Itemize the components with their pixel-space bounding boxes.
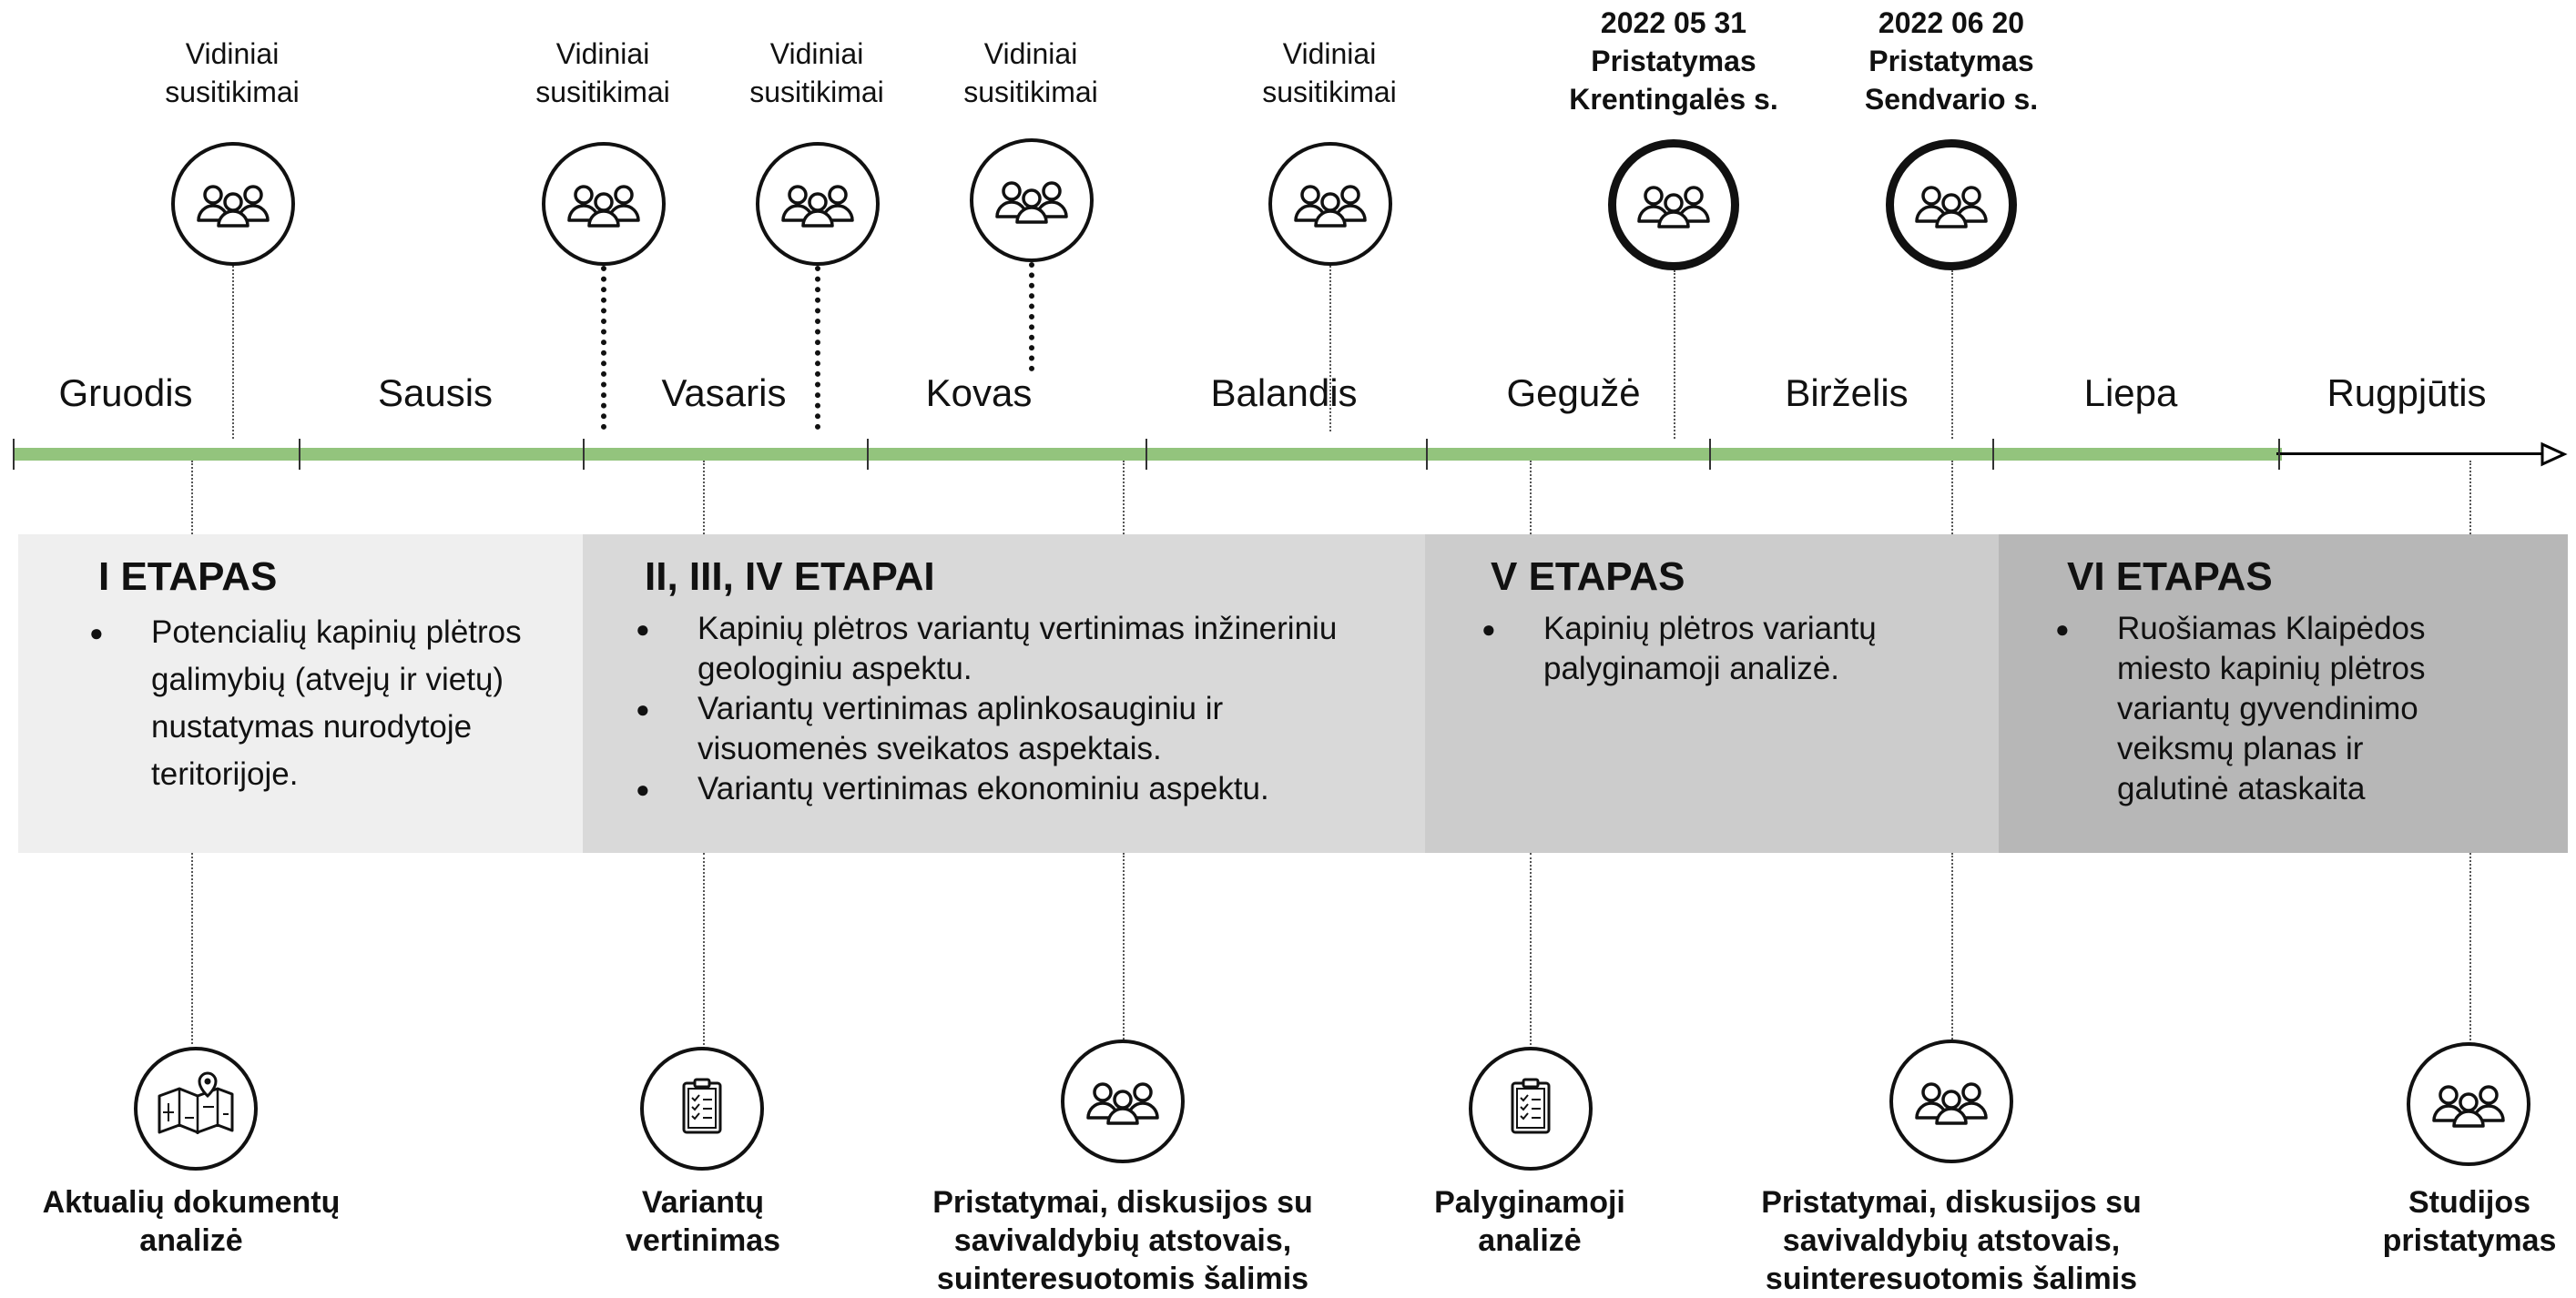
timeline-tick — [2278, 439, 2280, 470]
stage-item: Kapinių plėtros variantų palyginamoji an… — [1481, 609, 1882, 689]
stage-item: Variantų vertinimas aplinkosauginiu ir v… — [636, 689, 1364, 769]
clipboard-icon — [682, 1078, 722, 1134]
timeline-arrow-icon — [2540, 441, 2568, 467]
month-label: Sausis — [377, 371, 494, 414]
people-group-icon — [1915, 186, 1988, 228]
stage-item: Kapinių plėtros variantų vertinimas inži… — [636, 609, 1364, 689]
connector-line — [1951, 270, 1953, 439]
month-label: Gruodis — [58, 371, 193, 414]
timeline-tick — [299, 439, 300, 470]
month-label: Kovas — [925, 371, 1033, 414]
meeting-circle — [171, 142, 295, 266]
people-group-icon — [567, 185, 640, 228]
people-group-icon — [1294, 185, 1367, 228]
connector-line — [1674, 270, 1675, 439]
clipboard-icon — [1511, 1078, 1551, 1134]
connector-line — [232, 266, 234, 439]
connector-line — [815, 266, 820, 430]
stage-item: Potencialių kapinių plėtros galimybių (a… — [89, 609, 563, 798]
month-label: Rugpjūtis — [2327, 371, 2487, 414]
connector-line — [601, 266, 606, 430]
timeline-tick — [867, 439, 869, 470]
timeline-bar — [13, 448, 2282, 461]
connector-line — [1530, 461, 1532, 534]
people-group-icon — [1086, 1082, 1159, 1125]
connector-line — [2469, 853, 2471, 1044]
connector-line — [1123, 461, 1125, 534]
map-icon — [158, 1071, 234, 1136]
month-label: Vasaris — [661, 371, 787, 414]
connector-line — [703, 461, 705, 534]
stage-title: V ETAPAS — [1491, 554, 1685, 599]
stage-panel-ii-iv: II, III, IV ETAPAI Kapinių plėtros varia… — [583, 534, 1425, 853]
output-circle — [1889, 1039, 2013, 1163]
output-circle — [2407, 1042, 2530, 1166]
stage-panel-v: V ETAPAS Kapinių plėtros variantų palygi… — [1425, 534, 1999, 853]
month-label: Gegužė — [1506, 371, 1641, 414]
month-label: Birželis — [1785, 371, 1909, 414]
stage-item: Ruošiamas Klaipėdos miesto kapinių plėtr… — [2055, 609, 2483, 809]
timeline-tick — [1426, 439, 1428, 470]
output-circle — [134, 1047, 258, 1171]
presentation-circle — [1608, 139, 1739, 270]
output-circle — [1061, 1039, 1185, 1163]
month-label: Balandis — [1210, 371, 1358, 414]
timeline-tick — [13, 439, 15, 470]
stage-title: I ETAPAS — [98, 554, 278, 599]
connector-line — [703, 853, 705, 1049]
meeting-circle — [1268, 142, 1392, 266]
stage-items: Ruošiamas Klaipėdos miesto kapinių plėtr… — [2055, 609, 2483, 809]
connector-line — [1029, 262, 1034, 371]
timeline-tick — [1709, 439, 1711, 470]
stage-title: II, III, IV ETAPAI — [645, 554, 935, 599]
stage-title: VI ETAPAS — [2067, 554, 2273, 599]
stage-items: Potencialių kapinių plėtros galimybių (a… — [89, 609, 563, 798]
connector-line — [1123, 853, 1125, 1039]
people-group-icon — [1915, 1082, 1988, 1125]
meeting-circle — [756, 142, 880, 266]
timeline-tick — [1992, 439, 1994, 470]
stage-panel-i: I ETAPAS Potencialių kapinių plėtros gal… — [18, 534, 583, 853]
timeline-tick — [1145, 439, 1147, 470]
people-group-icon — [2432, 1085, 2505, 1128]
stage-item: Variantų vertinimas ekonominiu aspektu. — [636, 769, 1364, 809]
timeline-tick — [583, 439, 585, 470]
people-group-icon — [1637, 186, 1710, 228]
timeline-arrow-line — [2276, 452, 2550, 455]
month-label: Liepa — [2083, 371, 2178, 414]
output-circle — [640, 1047, 764, 1171]
people-group-icon — [995, 181, 1068, 224]
stage-panel-vi: VI ETAPAS Ruošiamas Klaipėdos miesto kap… — [1999, 534, 2568, 853]
connector-line — [2469, 461, 2471, 534]
connector-line — [1329, 266, 1331, 431]
presentation-circle — [1886, 139, 2017, 270]
stage-items: Kapinių plėtros variantų vertinimas inži… — [636, 609, 1364, 809]
output-circle — [1469, 1047, 1593, 1171]
meeting-circle — [970, 138, 1094, 262]
connector-line — [1530, 853, 1532, 1049]
connector-line — [1951, 853, 1953, 1039]
people-group-icon — [197, 185, 270, 228]
connector-line — [191, 461, 193, 534]
stage-items: Kapinių plėtros variantų palyginamoji an… — [1481, 609, 1882, 689]
meeting-circle — [542, 142, 666, 266]
connector-line — [1951, 461, 1953, 534]
connector-line — [191, 853, 193, 1044]
people-group-icon — [781, 185, 854, 228]
